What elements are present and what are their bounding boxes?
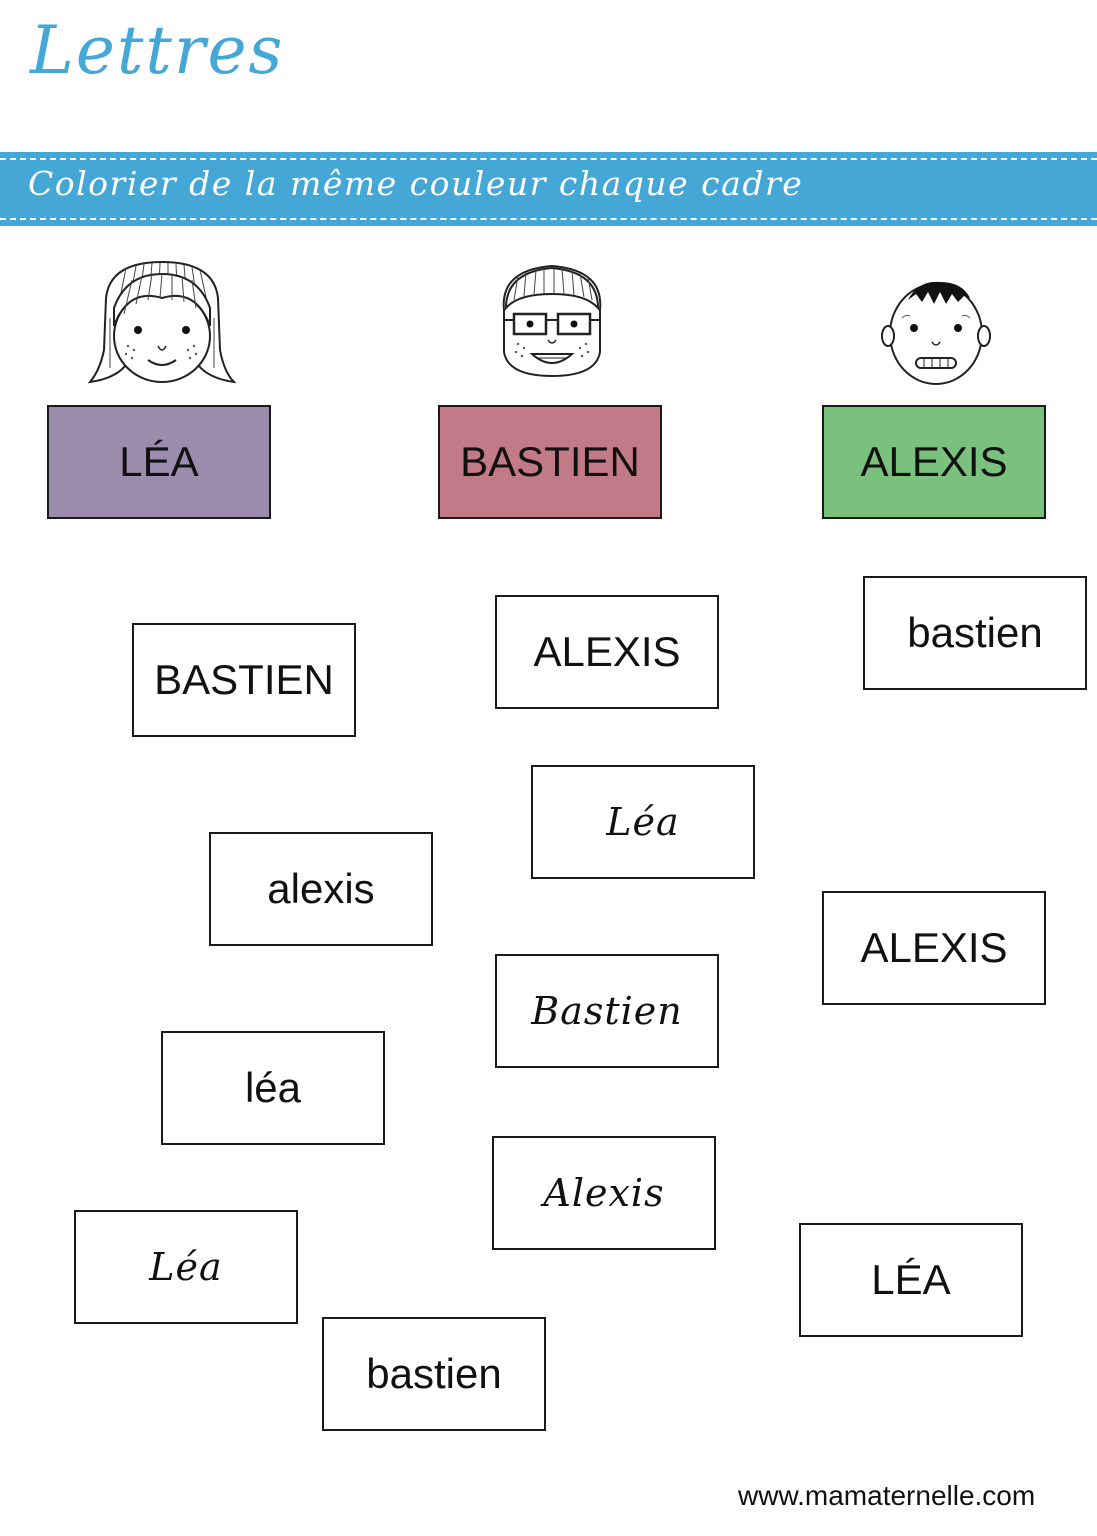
- name-card[interactable]: bastien: [322, 1317, 546, 1431]
- name-card[interactable]: ALEXIS: [822, 891, 1046, 1005]
- card-label: LÉA: [871, 1256, 951, 1303]
- boy-face-icon: [881, 281, 991, 385]
- reference-label: LÉA: [119, 438, 199, 485]
- card-label: Léa: [606, 800, 680, 844]
- name-card[interactable]: Léa: [74, 1210, 298, 1324]
- name-card[interactable]: alexis: [209, 832, 433, 946]
- card-label: ALEXIS: [533, 628, 681, 675]
- card-label: Léa: [149, 1245, 223, 1289]
- name-card[interactable]: Alexis: [492, 1136, 716, 1250]
- boy-glasses-face-icon: [502, 264, 602, 378]
- name-card[interactable]: bastien: [863, 576, 1087, 690]
- name-card[interactable]: Léa: [531, 765, 755, 879]
- card-label: alexis: [267, 865, 375, 912]
- girl-face-icon: [88, 260, 236, 384]
- card-label: ALEXIS: [860, 924, 1008, 971]
- reference-box-lea: LÉA: [47, 405, 271, 519]
- instruction-band: Colorier de la même couleur chaque cadre: [0, 152, 1097, 226]
- footer-url[interactable]: www.mamaternelle.com: [738, 1480, 1036, 1511]
- card-label: Bastien: [531, 989, 683, 1033]
- page-title: Lettres: [30, 12, 285, 89]
- reference-label: BASTIEN: [460, 438, 640, 485]
- reference-box-alexis: ALEXIS: [822, 405, 1046, 519]
- card-label: bastien: [366, 1350, 502, 1397]
- card-label: bastien: [907, 609, 1043, 656]
- name-card[interactable]: LÉA: [799, 1223, 1023, 1337]
- card-label: léa: [244, 1064, 302, 1111]
- name-card[interactable]: léa: [161, 1031, 385, 1145]
- card-label: BASTIEN: [154, 656, 334, 703]
- name-card[interactable]: Bastien: [495, 954, 719, 1068]
- card-label: Alexis: [543, 1171, 665, 1215]
- name-card[interactable]: ALEXIS: [495, 595, 719, 709]
- reference-box-bastien: BASTIEN: [438, 405, 662, 519]
- reference-label: ALEXIS: [860, 438, 1008, 485]
- instruction-text: Colorier de la même couleur chaque cadre: [28, 164, 804, 203]
- name-card[interactable]: BASTIEN: [132, 623, 356, 737]
